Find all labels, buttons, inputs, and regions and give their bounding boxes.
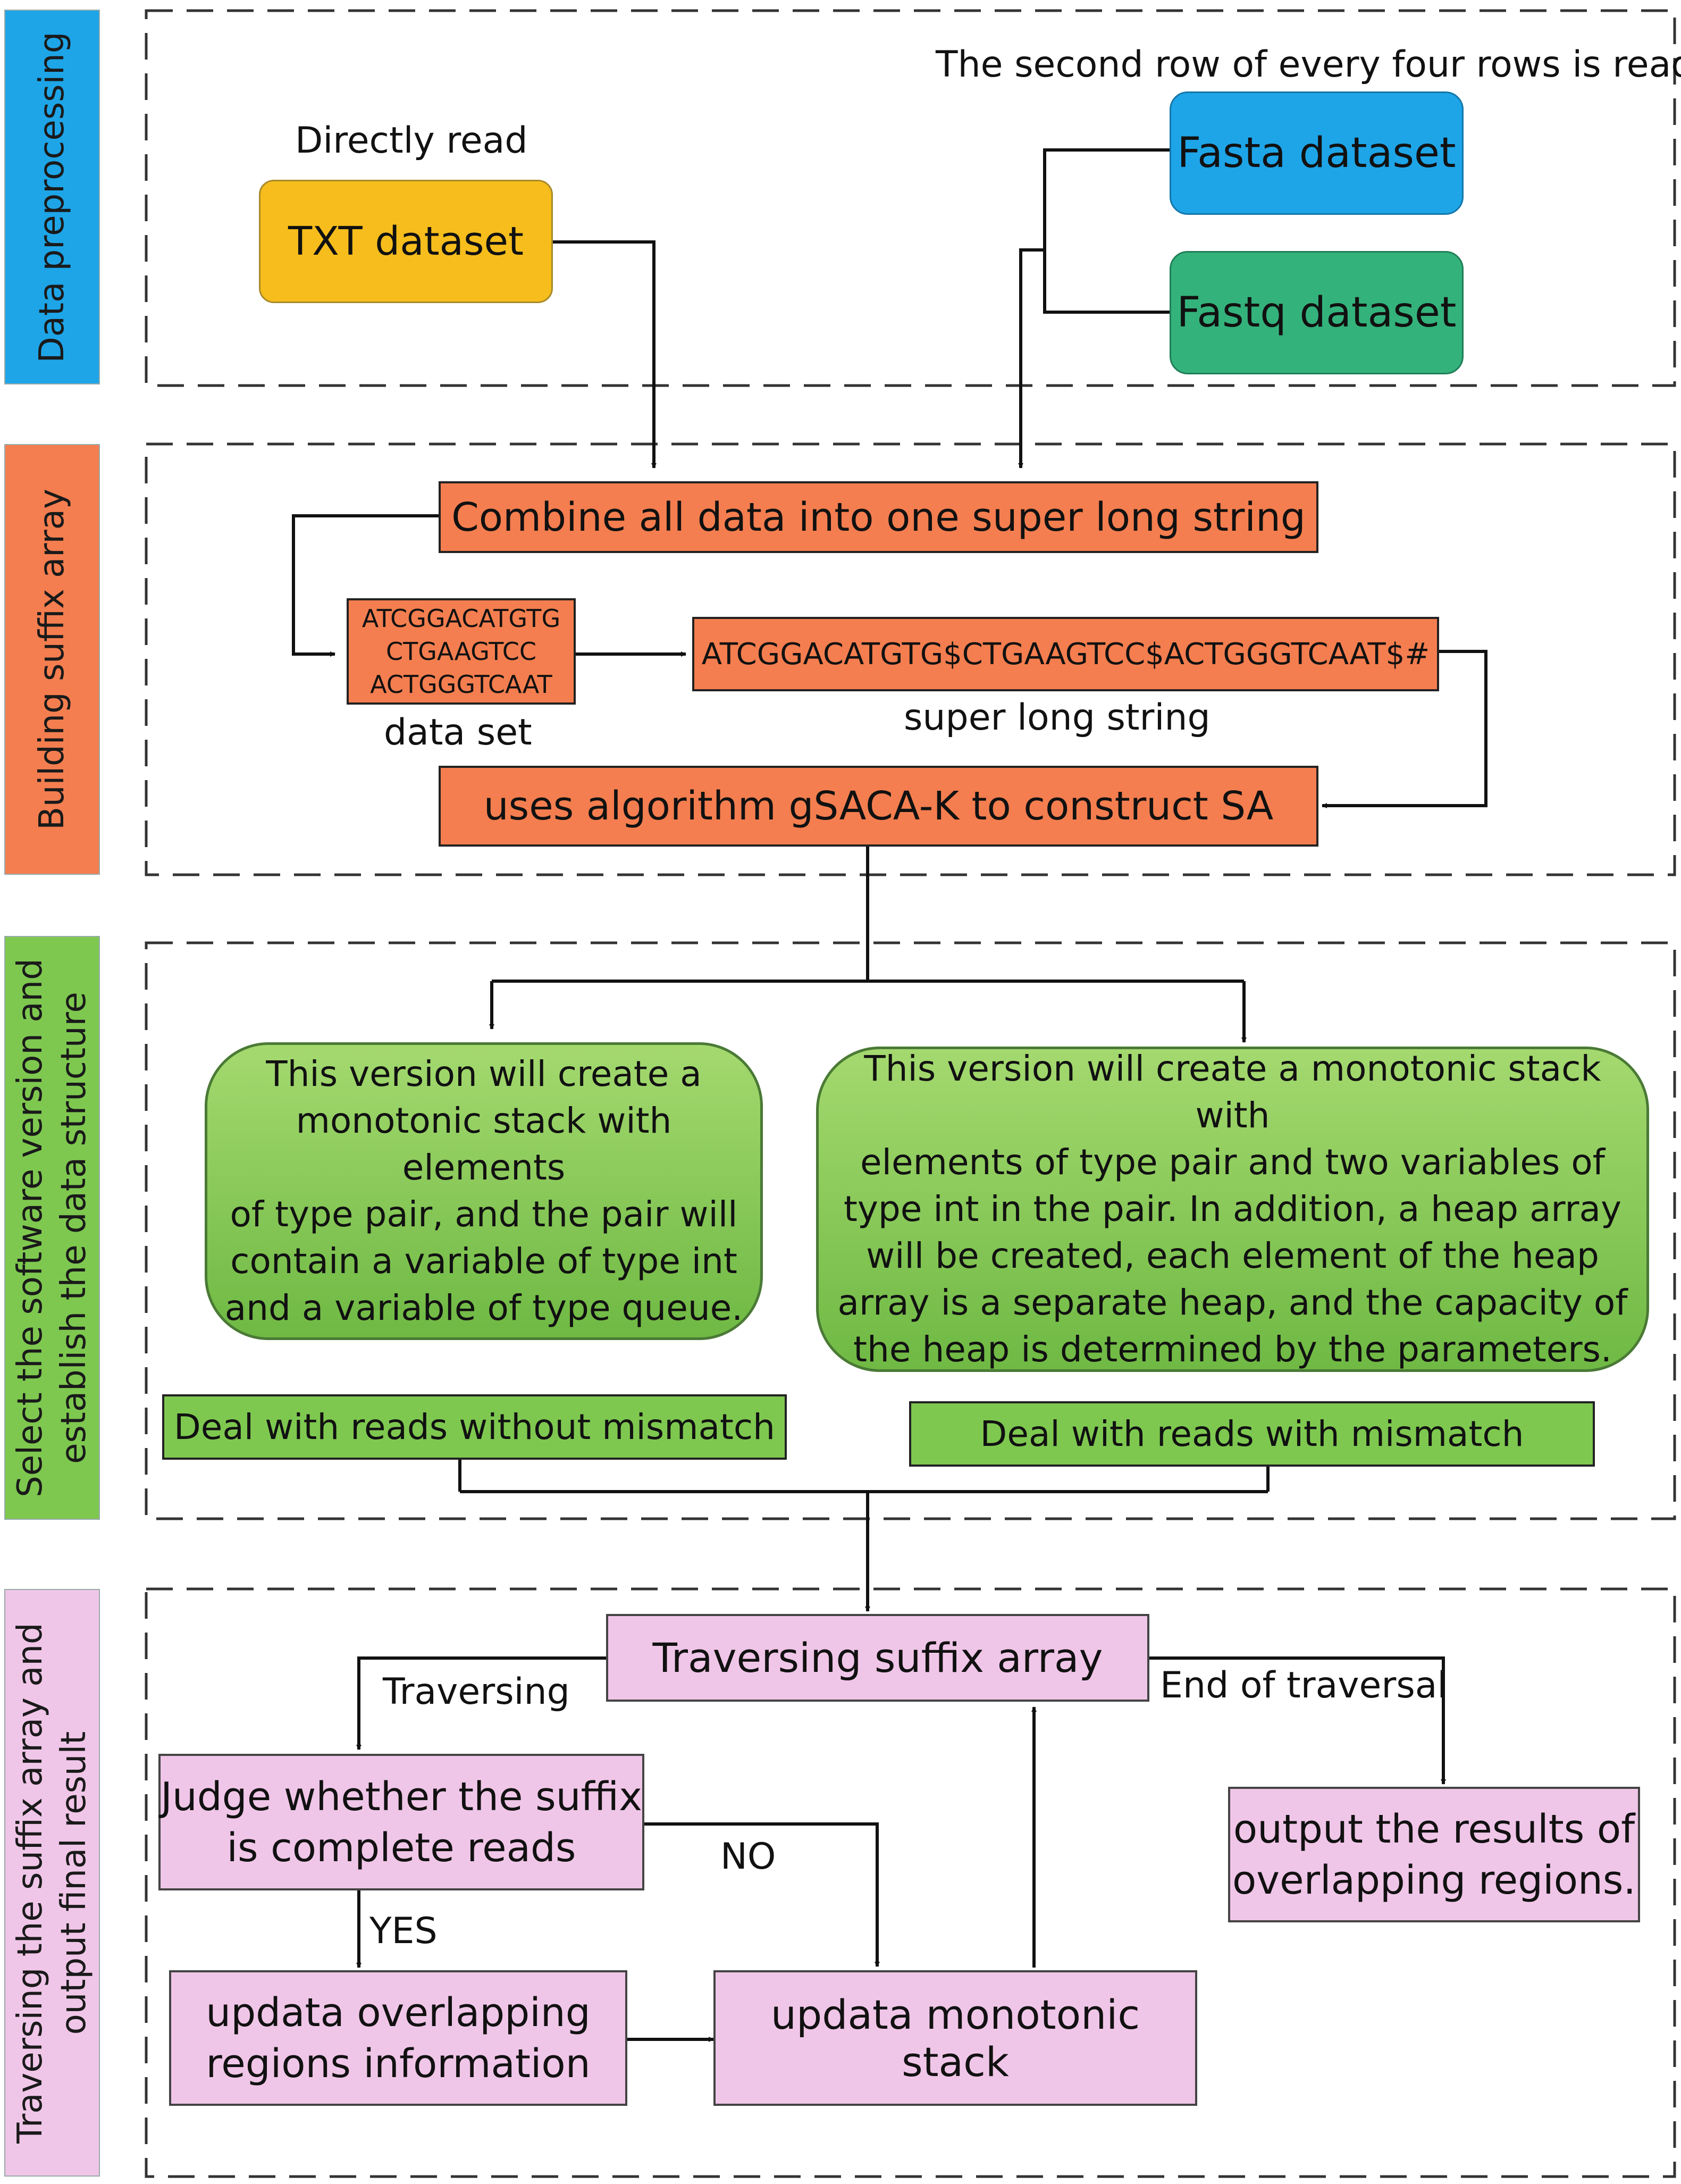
judge-node: Judge whether the suffix is complete rea… [158,1754,644,1890]
right-version-node: This version will create a monotonic sta… [816,1047,1649,1372]
super-string-node: ATCGGACATGTG$CTGAAGTCC$ACTGGGTCAAT$# [692,617,1439,691]
gsaca-node: uses algorithm gSACA-K to construct SA [439,766,1318,847]
end-of-traversal-label: End of traversal [1160,1664,1448,1706]
combine-to-dataset-arrow [292,514,439,657]
traversing-label: Traversing [383,1671,570,1713]
left-version-node: This version will create a monotonic sta… [205,1042,763,1340]
txt-to-combine-arrow [553,240,657,468]
dataset-line: ACTGGGTCAAT [370,670,552,699]
dataset-line: ATCGGACATGTG [362,604,561,633]
yes-label: YES [369,1910,438,1952]
update-regions-node: updata overlapping regions information [169,1970,627,2106]
fastq-dataset-node: Fastq dataset [1170,251,1464,374]
section-label-traversing: Traversing the suffix array and output f… [11,1622,94,2144]
output-node: output the results of overlapping region… [1228,1787,1640,1922]
section-label-data-preprocessing: Data preprocessing [32,31,72,363]
no-label: NO [720,1836,776,1878]
no-mismatch-node: Deal with reads without mismatch [162,1394,787,1460]
section-bar-building-suffix-array: Building suffix array [4,444,100,875]
frame-traversal [145,1587,1676,2178]
fasta-fastq-to-combine-arrow [1018,248,1045,468]
fasta-dataset-node: Fasta dataset [1170,91,1464,215]
section-label-select-version: Select the software version and establis… [11,958,94,1497]
super-string-caption: super long string [904,697,1211,739]
fastq-connector [1043,250,1170,314]
combine-node: Combine all data into one super long str… [439,481,1318,553]
frame-version [145,941,1676,1520]
section-bar-data-preprocessing: Data preprocessing [4,10,100,384]
txt-dataset-node: TXT dataset [259,180,553,303]
traversing-branch-arrow [356,1656,606,1750]
with-mismatch-node: Deal with reads with mismatch [909,1401,1595,1467]
update-stack-node: updata monotonic stack [713,1970,1197,2106]
section-bar-traversing: Traversing the suffix array and output f… [4,1589,100,2177]
string-to-gsaca-arrow [1322,650,1487,808]
dataset-line: CTGAAGTCC [386,637,536,666]
dataset-node: ATCGGACATGTG CTGAAGTCC ACTGGGTCAAT [347,598,576,705]
section-bar-select-version: Select the software version and establis… [4,936,100,1520]
section-label-building-suffix-array: Building suffix array [32,489,72,830]
end-branch-arrow [1149,1656,1446,1785]
frame-preprocessing [145,9,1676,387]
directly-read-label: Directly read [295,120,528,162]
dataset-caption: data set [384,712,532,754]
no-branch-arrow [644,1822,880,1967]
fasta-connector [1043,148,1170,250]
second-row-note: The second row of every four rows is rea… [936,44,1681,86]
frame-building [145,442,1676,876]
traversing-sa-node: Traversing suffix array [606,1614,1149,1702]
